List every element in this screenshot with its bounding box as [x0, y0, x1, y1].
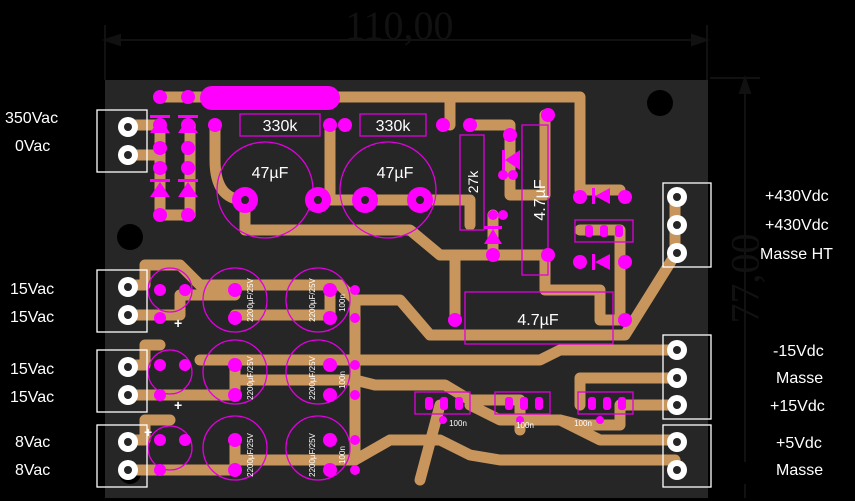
r1-label: 330k	[263, 118, 299, 135]
c-big2-label: 47µF	[377, 165, 414, 182]
input-8vac-a: 8Vac	[15, 434, 51, 451]
input-8vac-b: 8Vac	[15, 462, 51, 479]
svg-text:2200µF/25V: 2200µF/25V	[246, 277, 255, 321]
input-15vac-1b: 15Vac	[10, 309, 55, 326]
height-dimension-line	[710, 74, 760, 498]
svg-text:2200µF/25V: 2200µF/25V	[308, 432, 317, 476]
output-pos5vdc: +5Vdc	[776, 435, 822, 452]
polarity-markers: + + +	[144, 315, 182, 440]
svg-text:2200µF/25V: 2200µF/25V	[246, 432, 255, 476]
svg-text:100n: 100n	[338, 446, 347, 464]
output-430vdc-2: +430Vdc	[765, 217, 829, 234]
output-masse-ht: Masse HT	[760, 246, 833, 263]
svg-text:100n: 100n	[338, 294, 347, 312]
svg-text:+: +	[174, 315, 182, 331]
input-350vac: 350Vac	[5, 110, 59, 127]
r3-label: 27k	[465, 170, 481, 194]
width-dimension-line	[101, 25, 711, 80]
svg-text:100n: 100n	[338, 371, 347, 389]
svg-text:100n: 100n	[449, 419, 467, 428]
svg-text:2200µF/25V: 2200µF/25V	[308, 355, 317, 399]
component-labels: FUSE 330k 330k 27k 47µF 47µF 4.7µF 4.7µF…	[246, 91, 592, 477]
pads	[153, 90, 632, 477]
input-0vac: 0Vac	[15, 138, 51, 155]
output-430vdc-1: +430Vdc	[765, 188, 829, 205]
svg-text:100n: 100n	[574, 419, 592, 428]
fuse-label: FUSE	[249, 91, 292, 108]
diodes	[150, 115, 610, 270]
svg-text:2200µF/25V: 2200µF/25V	[308, 277, 317, 321]
svg-text:100n: 100n	[516, 421, 534, 430]
input-15vac-2a: 15Vac	[10, 361, 55, 378]
output-pos15vdc: +15Vdc	[770, 398, 825, 415]
silkscreen	[147, 113, 634, 481]
c-47a-label: 4.7µF	[532, 179, 549, 220]
output-masse: Masse	[776, 370, 824, 387]
input-15vac-1a: 15Vac	[10, 281, 55, 298]
r2-label: 330k	[376, 118, 412, 135]
c-47b-label: 4.7µF	[517, 312, 558, 329]
output-neg15vdc: -15Vdc	[773, 343, 824, 360]
width-dimension: 110,00	[345, 3, 454, 48]
svg-text:+: +	[174, 397, 182, 413]
svg-text:+: +	[144, 424, 152, 440]
svg-text:2200µF/25V: 2200µF/25V	[246, 355, 255, 399]
c-big1-label: 47µF	[252, 165, 289, 182]
connectors	[96, 109, 712, 488]
output-masse-5v: Masse	[776, 462, 824, 479]
input-15vac-2b: 15Vac	[10, 389, 55, 406]
fuse-body	[200, 86, 340, 110]
